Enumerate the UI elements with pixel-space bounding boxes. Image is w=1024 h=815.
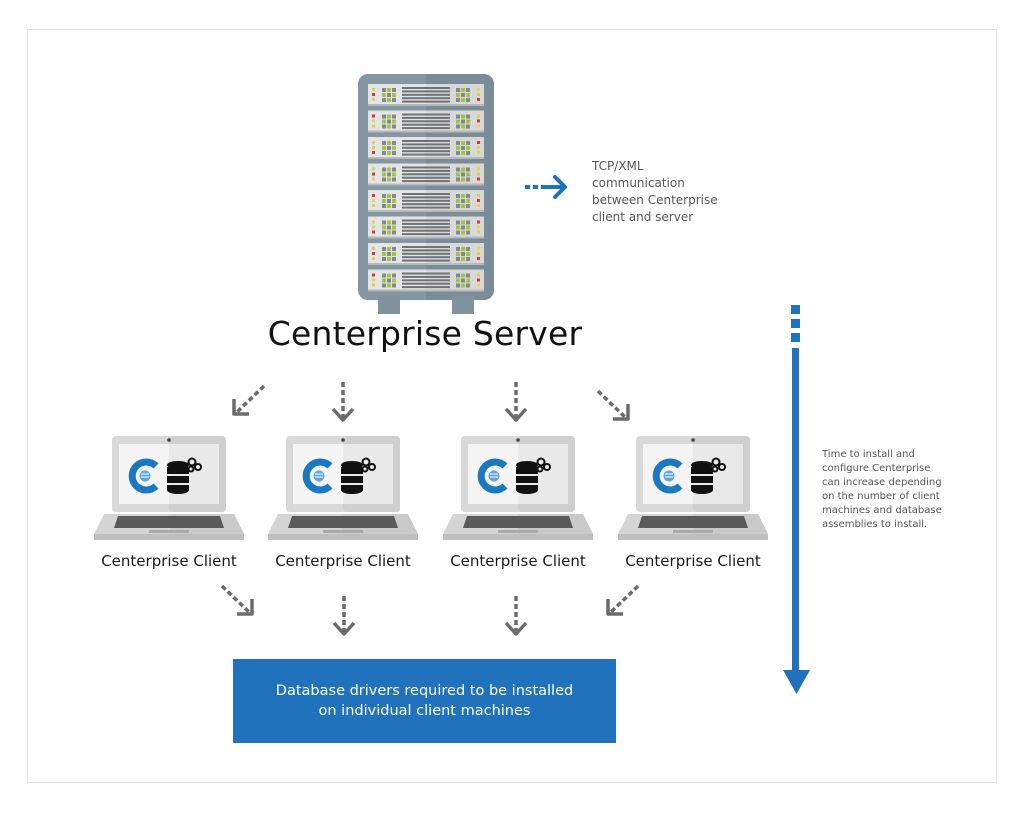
database-gear-icon [167, 457, 202, 494]
rack-unit [368, 243, 484, 265]
server-title: Centerprise Server [267, 314, 583, 353]
drivers-box-line: Database drivers required to be installe… [275, 683, 574, 699]
tcp-note-line: TCP/XML [592, 159, 644, 173]
rack-unit [368, 269, 484, 292]
time-note-line: can increase depending [822, 477, 942, 488]
laptop-icon [618, 436, 768, 540]
centerprise-logo-icon [477, 458, 508, 494]
server-rack-icon [358, 74, 494, 314]
rack-unit [368, 163, 484, 186]
centerprise-logo-icon [302, 458, 333, 494]
diagonal-down-right-arrow-icon [220, 584, 254, 616]
tcp-dashed-arrow-icon [525, 175, 567, 199]
time-note-line: assemblies to install. [822, 519, 928, 530]
diagram-frame [27, 29, 997, 783]
client-node: Centerprise Client [94, 436, 244, 570]
client-label: Centerprise Client [625, 552, 761, 570]
database-gear-icon [516, 457, 551, 494]
rack-unit [368, 137, 484, 159]
client-label: Centerprise Client [101, 552, 237, 570]
down-arrow-icon [332, 596, 356, 636]
rack-unit [368, 84, 484, 106]
database-gear-icon [691, 457, 726, 494]
client-node: Centerprise Client [268, 436, 418, 570]
time-note-line: configure Centerprise [822, 463, 931, 474]
diagonal-down-left-arrow-icon [232, 384, 266, 416]
laptop-icon [443, 436, 593, 540]
tcp-note-line: client and server [592, 210, 694, 224]
client-node: Centerprise Client [443, 436, 593, 570]
tcp-note-line: between Centerprise [592, 193, 718, 207]
laptop-icon [94, 436, 244, 540]
database-drivers-box: Database drivers required to be installe… [233, 659, 616, 743]
time-note-line: Time to install and [822, 449, 915, 460]
time-bar-arrow-icon [783, 305, 810, 694]
time-note-line: machines and database [822, 505, 942, 516]
down-arrow-icon [504, 596, 528, 636]
time-note: Time to install and configure Centerpris… [822, 448, 972, 532]
down-arrow-icon [504, 382, 528, 422]
diagonal-down-left-arrow-icon [606, 584, 640, 616]
time-note-line: on the number of client [822, 491, 940, 502]
client-label: Centerprise Client [275, 552, 411, 570]
drivers-box-line: on individual client machines [318, 703, 531, 719]
rack-unit [368, 110, 484, 133]
rack-unit [368, 216, 484, 239]
tcp-note: TCP/XML communication between Centerpris… [592, 158, 752, 226]
database-gear-icon [341, 457, 376, 494]
tcp-note-line: communication [592, 176, 685, 190]
client-node: Centerprise Client [618, 436, 768, 570]
client-label: Centerprise Client [450, 552, 586, 570]
rack-unit [368, 190, 484, 212]
down-arrow-icon [331, 382, 355, 422]
centerprise-logo-icon [652, 458, 683, 494]
diagonal-down-right-arrow-icon [596, 389, 630, 421]
centerprise-logo-icon [128, 458, 159, 494]
laptop-icon [268, 436, 418, 540]
